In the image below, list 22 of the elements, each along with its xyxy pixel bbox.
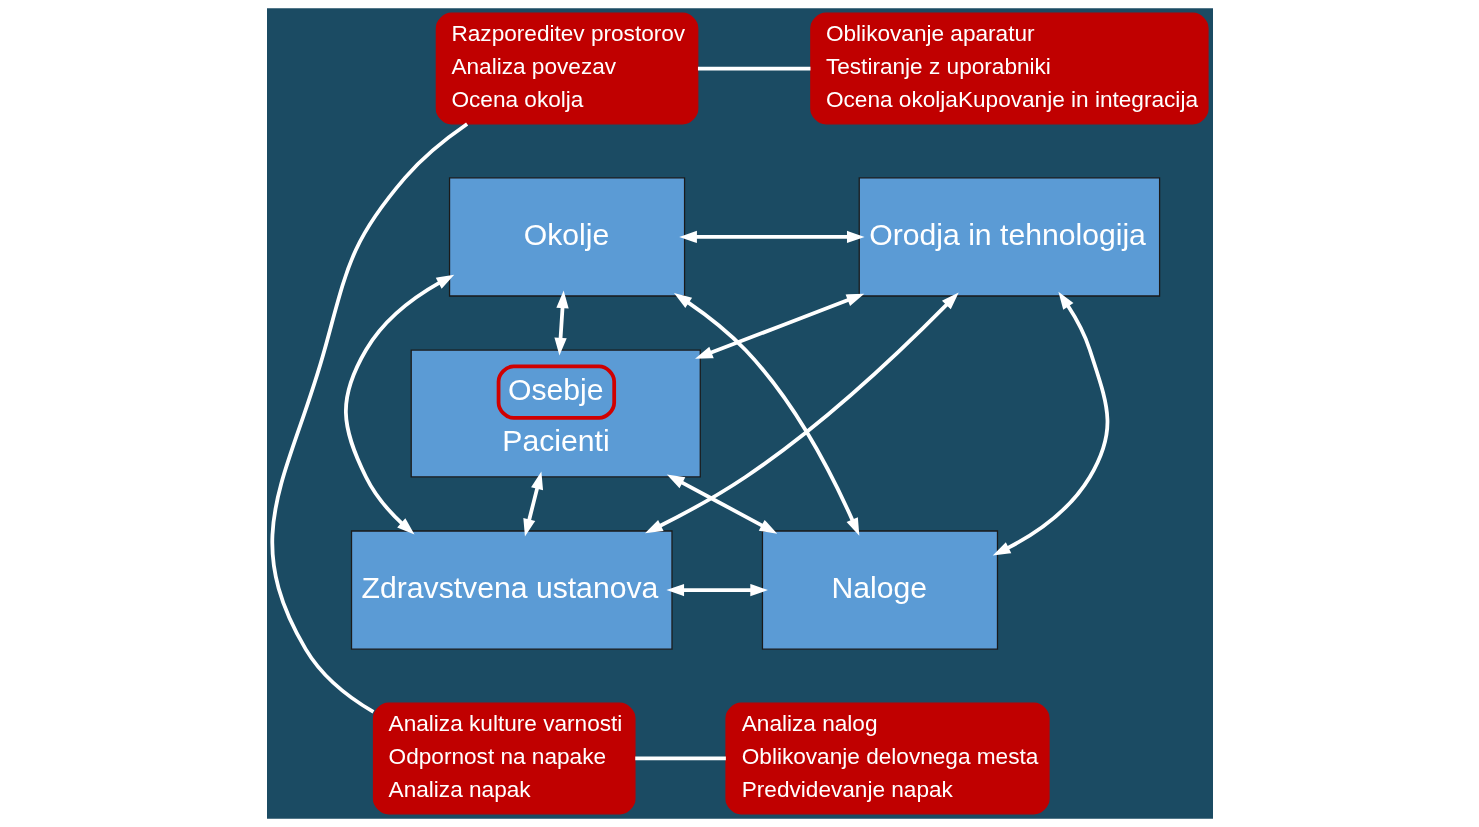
arrow: [665, 583, 768, 597]
arrow: [666, 474, 777, 534]
arrow: [644, 292, 959, 534]
node-box: Zdravstvena ustanova: [350, 530, 673, 650]
node-box: Oblikovanje aparatur Testiranje z uporabniki Ocena okoljaKupovanje in integracija: [809, 12, 1209, 125]
arrow: [553, 290, 569, 356]
arrow: [522, 471, 543, 537]
arrow: [694, 293, 864, 359]
connector: [634, 756, 726, 761]
node-box: Orodja in tehnologija: [858, 177, 1160, 297]
node-box: Naloge: [761, 530, 998, 650]
arrow: [992, 291, 1109, 556]
connector: [270, 122, 468, 714]
node-box: Osebje Pacienti: [410, 349, 701, 478]
node-box: Okolje: [448, 177, 685, 297]
node-box: Analiza nalog Oblikovanje delovnega mesta Predvidevanje napak: [724, 702, 1050, 815]
arrow: [673, 293, 859, 536]
connector: [697, 66, 810, 71]
arrow: [678, 230, 865, 244]
arrow: [343, 274, 454, 535]
node-box: Razporeditev prostorov Analiza povezav Ocena okolja: [435, 12, 698, 125]
node-box: Analiza kulture varnosti Odpornost na napake Analiza napak: [372, 702, 636, 815]
